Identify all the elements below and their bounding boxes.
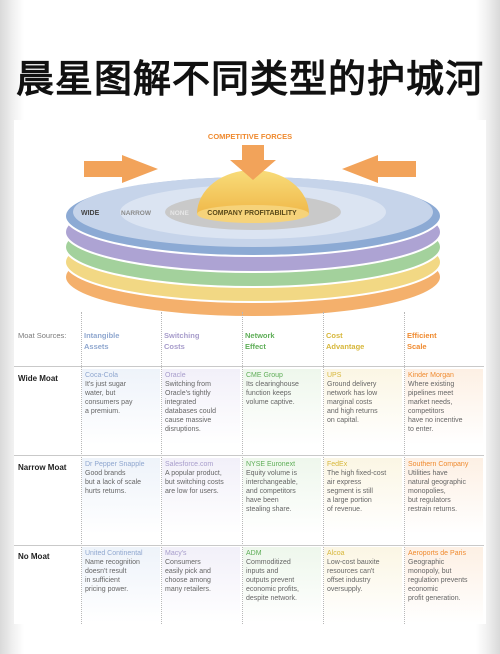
column-divider (161, 312, 162, 624)
company-name: United Continental (85, 550, 143, 557)
arrow-down-icon (230, 145, 276, 180)
center-label: COMPANY PROFITABILITY (207, 210, 297, 217)
cell-description: A popular product, but switching costs a… (165, 470, 224, 495)
column-header-switching-costs: Switching Costs (164, 331, 200, 351)
table-cell: Salesforce.com A popular product, but sw… (162, 458, 240, 534)
company-name: Kinder Morgan (408, 372, 454, 379)
row-divider (14, 545, 484, 546)
ring-label-none: NONE (170, 210, 189, 217)
table-cell: Kinder Morgan Where existing pipelines m… (405, 369, 483, 445)
column-divider (81, 312, 82, 624)
ring-label-narrow: NARROW (121, 210, 152, 217)
table-cell: UPS Ground delivery network has low marg… (324, 369, 402, 445)
column-header-efficient-scale: Efficient Scale (407, 331, 437, 351)
table-cell: Coca-Cola It's just sugar water, but con… (82, 369, 160, 445)
cell-description: Where existing pipelines meet market nee… (408, 381, 463, 433)
table-cell: Southern Company Utilities have natural … (405, 458, 483, 534)
table-cell: Alcoa Low-cost bauxite resources can't o… (324, 547, 402, 623)
company-name: Macy's (165, 550, 187, 557)
company-name: Alcoa (327, 550, 345, 557)
cell-description: The high fixed-cost air express segment … (327, 470, 387, 513)
row-label-wide-moat: Wide Moat (18, 374, 58, 383)
company-name: Salesforce.com (165, 461, 214, 468)
table-cell: FedEx The high fixed-cost air express se… (324, 458, 402, 534)
column-header-cost-advantage: Cost Advantage (326, 331, 365, 351)
cell-description: Switching from Oracle's tightly integrat… (165, 381, 216, 433)
company-name: CME Group (246, 372, 283, 379)
column-header-network-effect: Network Effect (245, 331, 275, 351)
column-divider (323, 312, 324, 624)
cell-description: Low-cost bauxite resources can't offset … (327, 559, 380, 593)
row-divider (14, 366, 484, 367)
company-name: FedEx (327, 461, 348, 468)
row-divider (14, 455, 484, 456)
table-cell: Macy's Consumers easily pick and choose … (162, 547, 240, 623)
table-cell: Oracle Switching from Oracle's tightly i… (162, 369, 240, 445)
company-name: NYSE Euronext (246, 461, 296, 468)
table-cell: NYSE Euronext Equity volume is interchan… (243, 458, 321, 534)
profitability-dome (197, 170, 309, 214)
arrow-left-icon (84, 155, 158, 183)
company-name: Dr Pepper Snapple (85, 461, 145, 468)
cell-description: Utilities have natural geographic monopo… (408, 470, 466, 513)
column-divider (242, 312, 243, 624)
cell-description: Good brands but a lack of scale hurts re… (85, 470, 142, 495)
cell-description: It's just sugar water, but consumers pay… (85, 381, 133, 415)
table-cell: Aeroports de Paris Geographic monopoly, … (405, 547, 483, 623)
page-title: 晨星图解不同类型的护城河 (15, 57, 484, 101)
table-cell: Dr Pepper Snapple Good brands but a lack… (82, 458, 160, 534)
table-cell: United Continental Name recognition does… (82, 547, 160, 623)
company-name: Aeroports de Paris (408, 550, 466, 557)
cell-description: Its clearinghouse function keeps volume … (246, 381, 299, 406)
moat-diagram: COMPETITIVE FORCES WIDE NARROW NONE COMP… (64, 132, 442, 318)
cell-description: Equity volume is interchangeable, and co… (246, 470, 298, 513)
cell-description: Geographic monopoly, but regulation prev… (408, 559, 468, 602)
column-header-intangible-assets: Intangible Assets (84, 331, 120, 351)
company-name: Oracle (165, 372, 186, 379)
cell-description: Consumers easily pick and choose among m… (165, 559, 211, 593)
moat-sources-label: Moat Sources: (18, 331, 67, 340)
arrow-right-icon (342, 155, 416, 183)
table-cell: ADM Commoditized inputs and outputs prev… (243, 547, 321, 623)
company-name: Southern Company (408, 461, 469, 468)
column-divider (404, 312, 405, 624)
dome-base (197, 205, 309, 223)
table-cell: CME Group Its clearinghouse function kee… (243, 369, 321, 445)
competitive-forces-label: COMPETITIVE FORCES (208, 132, 292, 141)
row-label-no-moat: No Moat (18, 552, 50, 561)
row-label-narrow-moat: Narrow Moat (18, 463, 67, 472)
cell-description: Commoditized inputs and outputs prevent … (246, 559, 299, 602)
company-name: Coca-Cola (85, 372, 119, 379)
company-name: UPS (327, 372, 342, 379)
cell-description: Ground delivery network has low marginal… (327, 381, 378, 424)
company-name: ADM (246, 550, 262, 557)
ring-label-wide: WIDE (81, 210, 100, 217)
cell-description: Name recognition doesn't result in suffi… (85, 559, 140, 593)
